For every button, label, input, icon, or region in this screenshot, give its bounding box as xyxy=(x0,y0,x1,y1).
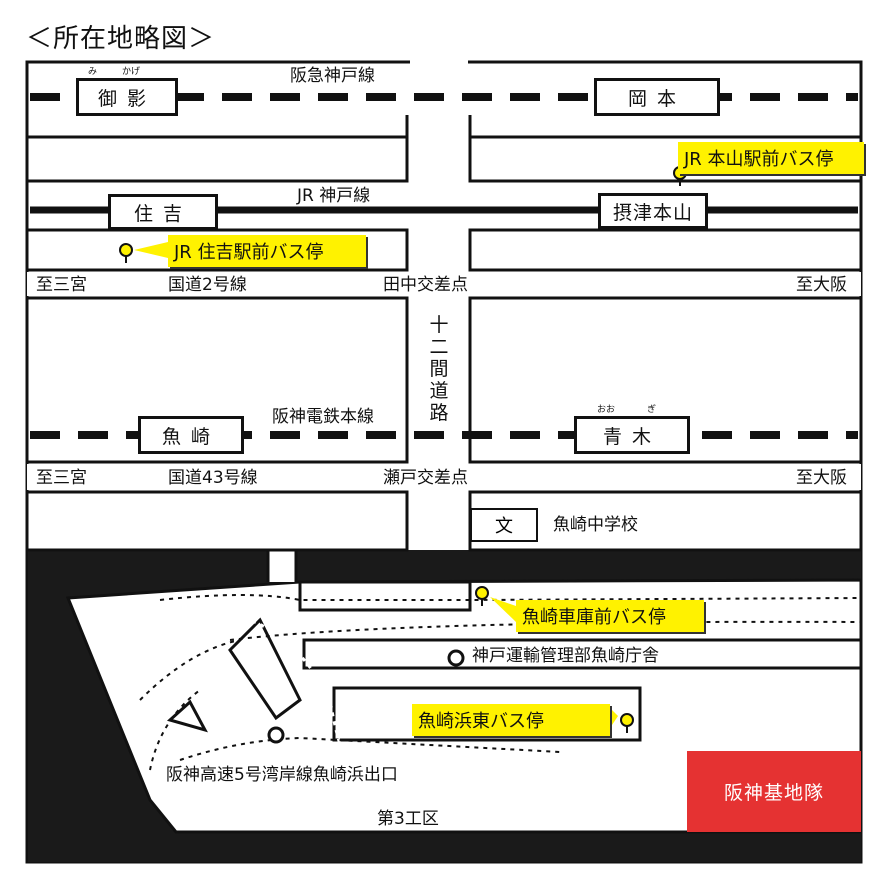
bus-stop-uozaki-garage[interactable]: 魚崎車庫前バス停 xyxy=(516,600,704,632)
bus-stop-jr-sumiyoshi[interactable]: JR 住吉駅前バス停 xyxy=(168,235,366,267)
route2-label: 国道2号線 xyxy=(168,275,247,295)
to-sannomiya-label: 至三宮 xyxy=(36,468,87,488)
school-icon: 文 xyxy=(470,508,538,542)
station-mikage[interactable]: 御影 xyxy=(76,78,178,116)
district-label: 第3工区 xyxy=(377,809,439,829)
station-uozaki[interactable]: 魚崎 xyxy=(138,416,244,454)
to-sannomiya-label: 至三宮 xyxy=(36,275,87,295)
hankyu-line-label: 阪急神戸線 xyxy=(290,66,375,86)
uozaki-junior-high-label: 魚崎中学校 xyxy=(553,515,638,535)
seto-intersection-label: 瀬戸交差点 xyxy=(383,468,468,488)
hanshin-line-label: 阪神電鉄本線 xyxy=(272,407,374,427)
hanshin-base[interactable]: 阪神基地隊 xyxy=(687,751,861,832)
station-okamoto[interactable]: 岡本 xyxy=(594,78,720,116)
to-osaka-label: 至大阪 xyxy=(796,275,847,295)
bus-stop-jr-motoyama[interactable]: JR 本山駅前バス停 xyxy=(678,142,864,174)
station-mikage-ruby-1: み xyxy=(88,67,98,77)
route43-label: 国道43号線 xyxy=(168,468,258,488)
jr-line-label: JR 神戸線 xyxy=(297,186,371,206)
station-ogi-ruby-2: ぎ xyxy=(647,405,657,415)
bus-stop-icon xyxy=(620,713,634,733)
station-mikage-ruby-2: かげ xyxy=(122,67,141,77)
station-ogi[interactable]: 青木 xyxy=(574,416,690,454)
expressway-exit-label: 阪神高速5号湾岸線魚崎浜出口 xyxy=(166,765,398,785)
station-ogi-ruby-1: おお xyxy=(597,405,616,415)
station-sumiyoshi[interactable]: 住吉 xyxy=(108,194,218,230)
station-settsu-motoyama[interactable]: 摂津本山 xyxy=(598,193,708,229)
office-marker-icon xyxy=(447,649,465,667)
to-osaka-label: 至大阪 xyxy=(796,468,847,488)
junishoken-road-label: 十二間道路 xyxy=(429,314,449,424)
office-label: 神戸運輸管理部魚崎庁舎 xyxy=(472,646,659,666)
tanaka-intersection-label: 田中交差点 xyxy=(383,275,468,295)
map-title: ＜所在地略図＞ xyxy=(26,24,216,54)
bus-stop-uozakihama-east[interactable]: 魚崎浜東バス停 xyxy=(412,704,610,736)
bus-stop-icon xyxy=(475,586,489,606)
exit-marker-icon xyxy=(267,726,285,744)
bus-stop-icon xyxy=(119,243,133,263)
